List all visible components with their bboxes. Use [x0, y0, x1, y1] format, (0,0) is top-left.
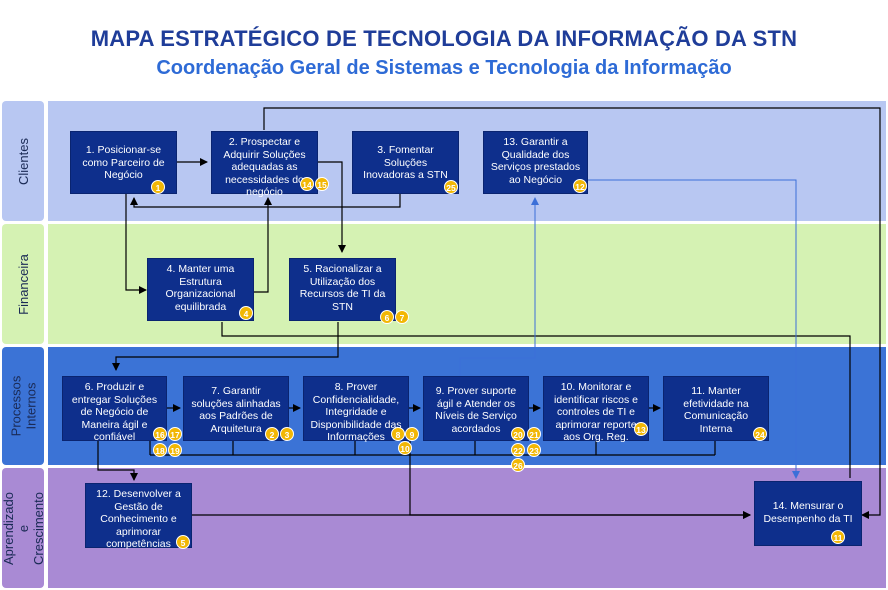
objective-13-badge: 12 — [573, 179, 587, 193]
objective-10[interactable]: 10. Monitorar e identificar riscos e con… — [543, 376, 649, 443]
objective-13-label: 13. Garantir a Qualidade dos Serviços pr… — [490, 136, 581, 186]
objective-11[interactable]: 11. Manter efetividade na Comunicação In… — [663, 376, 769, 441]
objective-2-badge-b: 15 — [315, 177, 329, 191]
objective-3-badge: 25 — [444, 180, 458, 194]
objective-13[interactable]: 13. Garantir a Qualidade dos Serviços pr… — [483, 131, 588, 194]
arrow-top-to-14 — [263, 107, 881, 519]
objective-9-badge-c: 22 — [511, 443, 525, 457]
objective-8-badge-a: 8 — [391, 427, 405, 441]
objective-9-badge-d: 23 — [527, 443, 541, 457]
objective-9-badge-a: 20 — [511, 427, 525, 441]
page-subtitle: Coordenação Geral de Sistemas e Tecnolog… — [156, 57, 732, 79]
arrow-4-to-2 — [254, 197, 272, 293]
arrow-13-to-14 — [588, 179, 800, 479]
objective-8-label: 8. Prover Confidencialidade, Integridade… — [310, 381, 402, 443]
objective-12-badge: 5 — [176, 535, 190, 549]
objective-3-label: 3. Fomentar Soluções Inovadoras a STN — [363, 144, 448, 181]
objective-6-badge-b: 17 — [168, 427, 182, 441]
objective-6-badge-c: 18 — [153, 443, 167, 457]
objective-6[interactable]: 6. Produzir e entregar Soluções de Negóc… — [62, 376, 167, 443]
objective-11-badge: 24 — [753, 427, 767, 441]
objective-6-badge-a: 16 — [153, 427, 167, 441]
lane-label-aprendizado: Aprendizado e Crescimento — [1, 468, 46, 588]
lane-label-financeira: Financeira — [2, 224, 44, 344]
objective-11-label: 11. Manter efetividade na Comunicação In… — [683, 385, 749, 435]
arrow-2-to-5 — [318, 161, 346, 253]
objective-2-label: 2. Prospectar e Adquirir Soluções adequa… — [223, 136, 306, 198]
objective-5-label: 5. Racionalizar a Utilização dos Recurso… — [299, 263, 386, 313]
objective-9-badge-b: 21 — [527, 427, 541, 441]
objective-10-badge: 13 — [634, 422, 648, 436]
objective-6-badge-d: 19 — [168, 443, 182, 457]
objective-1-badge: 1 — [151, 180, 165, 194]
objective-6-label: 6. Produzir e entregar Soluções de Negóc… — [71, 381, 158, 443]
objective-8-badge-b: 9 — [405, 427, 419, 441]
objective-9-badge-e: 26 — [511, 458, 525, 472]
objective-8-badge-c: 10 — [398, 441, 412, 455]
lane-label-clientes: Clientes — [2, 101, 44, 221]
objective-2-badge-a: 14 — [300, 177, 314, 191]
objective-14[interactable]: 14. Mensurar o Desempenho da TI — [754, 481, 862, 546]
arrow-8-to-14 — [409, 441, 751, 519]
objective-14-label: 14. Mensurar o Desempenho da TI — [763, 500, 853, 525]
objective-9-label: 9. Prover suporte ágil e Atender os Níve… — [435, 385, 517, 435]
objective-7-badge-b: 3 — [280, 427, 294, 441]
arrow-1-to-4 — [125, 194, 147, 294]
objective-1-label: 1. Posicionar-se como Parceiro de Negóci… — [82, 144, 165, 181]
arrow-3-to-1 — [130, 194, 401, 208]
objective-12-label: 12. Desenvolver a Gestão de Conhecimento… — [96, 488, 181, 550]
lane-clientes-band — [48, 101, 886, 221]
objective-5-badge-b: 7 — [395, 310, 409, 324]
objective-2[interactable]: 2. Prospectar e Adquirir Soluções adequa… — [211, 131, 318, 198]
page-title: MAPA ESTRATÉGICO DE TECNOLOGIA DA INFORM… — [90, 26, 798, 51]
lane-label-processos: Processos Internos — [2, 347, 44, 465]
objective-4-label: 4. Manter uma Estrutura Organizacional e… — [165, 263, 236, 313]
objective-10-label: 10. Monitorar e identificar riscos e con… — [553, 381, 639, 443]
objective-4[interactable]: 4. Manter uma Estrutura Organizacional e… — [147, 258, 254, 321]
objective-7-badge-a: 2 — [265, 427, 279, 441]
objective-12[interactable]: 12. Desenvolver a Gestão de Conhecimento… — [85, 483, 192, 550]
objective-14-badge: 11 — [831, 530, 845, 544]
objective-5[interactable]: 5. Racionalizar a Utilização dos Recurso… — [289, 258, 396, 321]
arrow-6-to-12 — [97, 441, 138, 481]
objective-5-badge-a: 6 — [380, 310, 394, 324]
objective-7-label: 7. Garantir soluções alinhadas aos Padrõ… — [191, 385, 281, 435]
arrow-9-to-13 — [459, 197, 539, 377]
objective-3[interactable]: 3. Fomentar Soluções Inovadoras a STN — [352, 131, 459, 194]
arrow-5-to-6 — [112, 322, 339, 371]
objective-7[interactable]: 7. Garantir soluções alinhadas aos Padrõ… — [183, 376, 289, 441]
line-4-to-14 — [221, 322, 851, 478]
objective-4-badge: 4 — [239, 306, 253, 320]
